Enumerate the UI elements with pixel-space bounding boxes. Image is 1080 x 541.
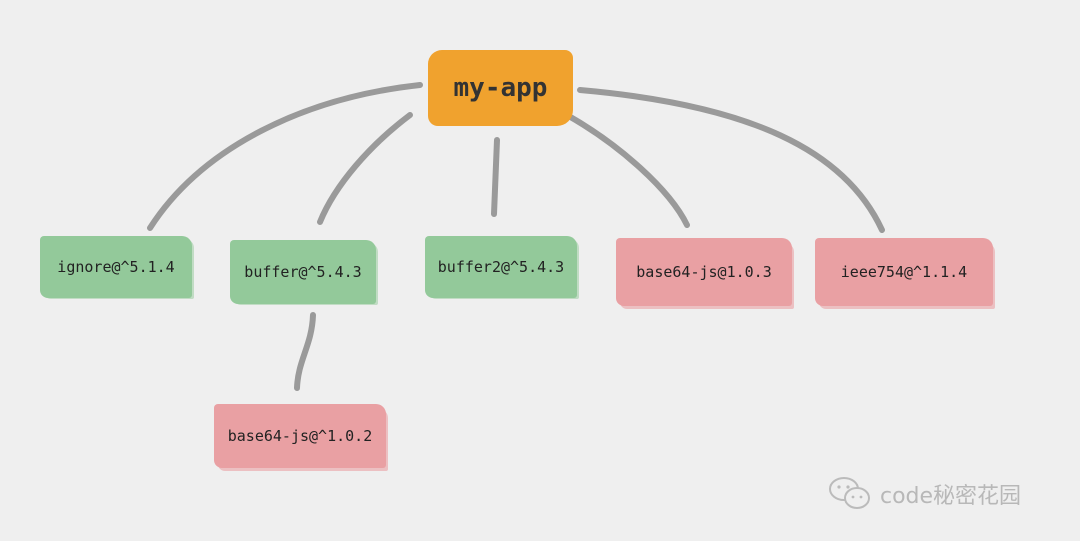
edge-my-app-buffer2 bbox=[491, 137, 500, 217]
dependency-node-ignore: ignore@^5.1.4 bbox=[40, 236, 192, 298]
dependency-node-base64-js: base64-js@1.0.3 bbox=[616, 238, 792, 306]
edge-my-app-buffer bbox=[317, 112, 413, 225]
node-label: base64-js@^1.0.2 bbox=[227, 427, 373, 445]
edge-my-app-ieee754 bbox=[577, 87, 885, 233]
wechat-icon bbox=[829, 477, 870, 509]
sub-dependency-node-base64-js: base64-js@^1.0.2 bbox=[214, 404, 386, 468]
watermark-text: code秘密花园 bbox=[880, 484, 1022, 509]
node-label: buffer@^5.4.3 bbox=[244, 263, 362, 281]
watermark: code秘密花园 bbox=[828, 476, 1021, 512]
node-label: buffer2@^5.4.3 bbox=[437, 258, 565, 276]
node-label: base64-js@1.0.3 bbox=[636, 263, 772, 281]
edge-my-app-ignore bbox=[147, 82, 423, 231]
node-label: ignore@^5.1.4 bbox=[57, 258, 175, 276]
node-label: ieee754@^1.1.4 bbox=[840, 263, 968, 281]
dependency-node-ieee754: ieee754@^1.1.4 bbox=[815, 238, 993, 306]
root-node-my-app: my-app bbox=[428, 50, 573, 126]
node-label: my-app bbox=[453, 73, 548, 103]
dependency-node-buffer: buffer@^5.4.3 bbox=[230, 240, 376, 304]
dependency-node-buffer2: buffer2@^5.4.3 bbox=[425, 236, 577, 298]
edge-my-app-base64-js bbox=[564, 112, 690, 228]
edge-buffer-base64-js bbox=[294, 312, 316, 391]
